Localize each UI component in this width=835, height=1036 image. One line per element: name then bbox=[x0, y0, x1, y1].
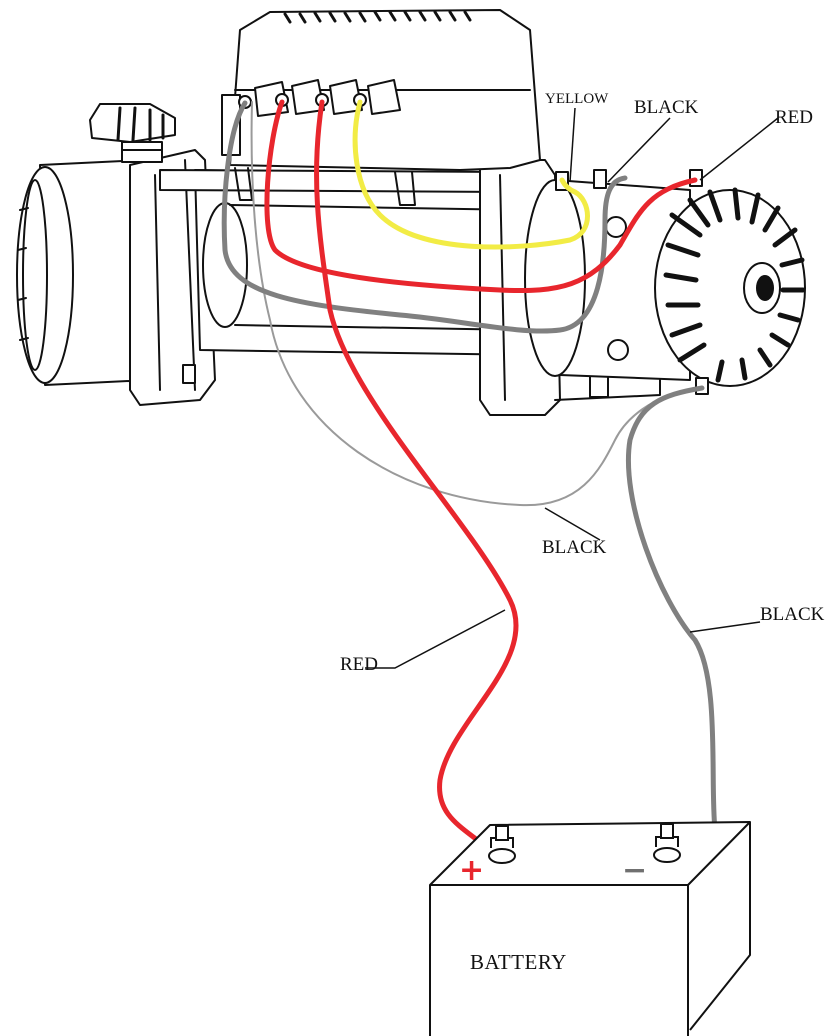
positive-sign: + bbox=[459, 853, 485, 888]
gray-wire-motor-to-control bbox=[221, 100, 628, 334]
gray-wire-to-battery-negative bbox=[626, 385, 718, 858]
battery-label: BATTERY bbox=[470, 950, 567, 974]
clutch-knob bbox=[89, 103, 176, 163]
label-yellow-top: YELLOW bbox=[545, 91, 609, 107]
label-black-top: BLACK bbox=[634, 97, 699, 118]
label-leader-lines bbox=[365, 107, 779, 669]
motor-end-cap bbox=[654, 187, 806, 387]
drum-end-cap bbox=[16, 159, 151, 386]
label-black-right: BLACK bbox=[760, 604, 825, 625]
terminal-post-icon bbox=[488, 823, 681, 864]
label-black-middle: BLACK bbox=[542, 537, 607, 558]
label-red-top: RED bbox=[775, 107, 813, 128]
yellow-wire bbox=[352, 99, 590, 250]
label-red-lower: RED bbox=[340, 654, 378, 675]
red-wire-to-battery-positive bbox=[314, 99, 519, 858]
negative-sign: − bbox=[622, 853, 648, 888]
motor-housing bbox=[524, 179, 691, 381]
red-wire-motor-feed bbox=[264, 99, 698, 294]
left-end-bracket bbox=[129, 149, 216, 406]
